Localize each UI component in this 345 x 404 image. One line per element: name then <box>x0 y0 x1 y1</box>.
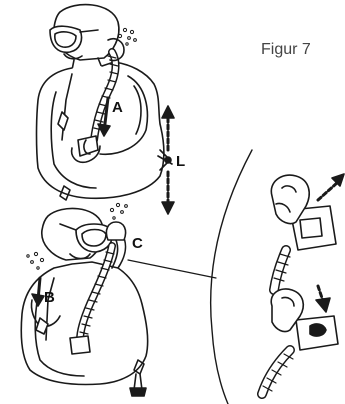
detail-circle-outline <box>211 150 252 404</box>
label-a: A <box>112 99 123 116</box>
diver-inflating-vest-icon <box>37 5 173 200</box>
hand-pulling-inflator-icon <box>271 174 344 290</box>
label-c: C <box>132 235 143 252</box>
hand-pressing-deflate-button-icon <box>262 286 338 394</box>
label-l: L <box>176 153 185 170</box>
label-b: B <box>44 289 55 306</box>
